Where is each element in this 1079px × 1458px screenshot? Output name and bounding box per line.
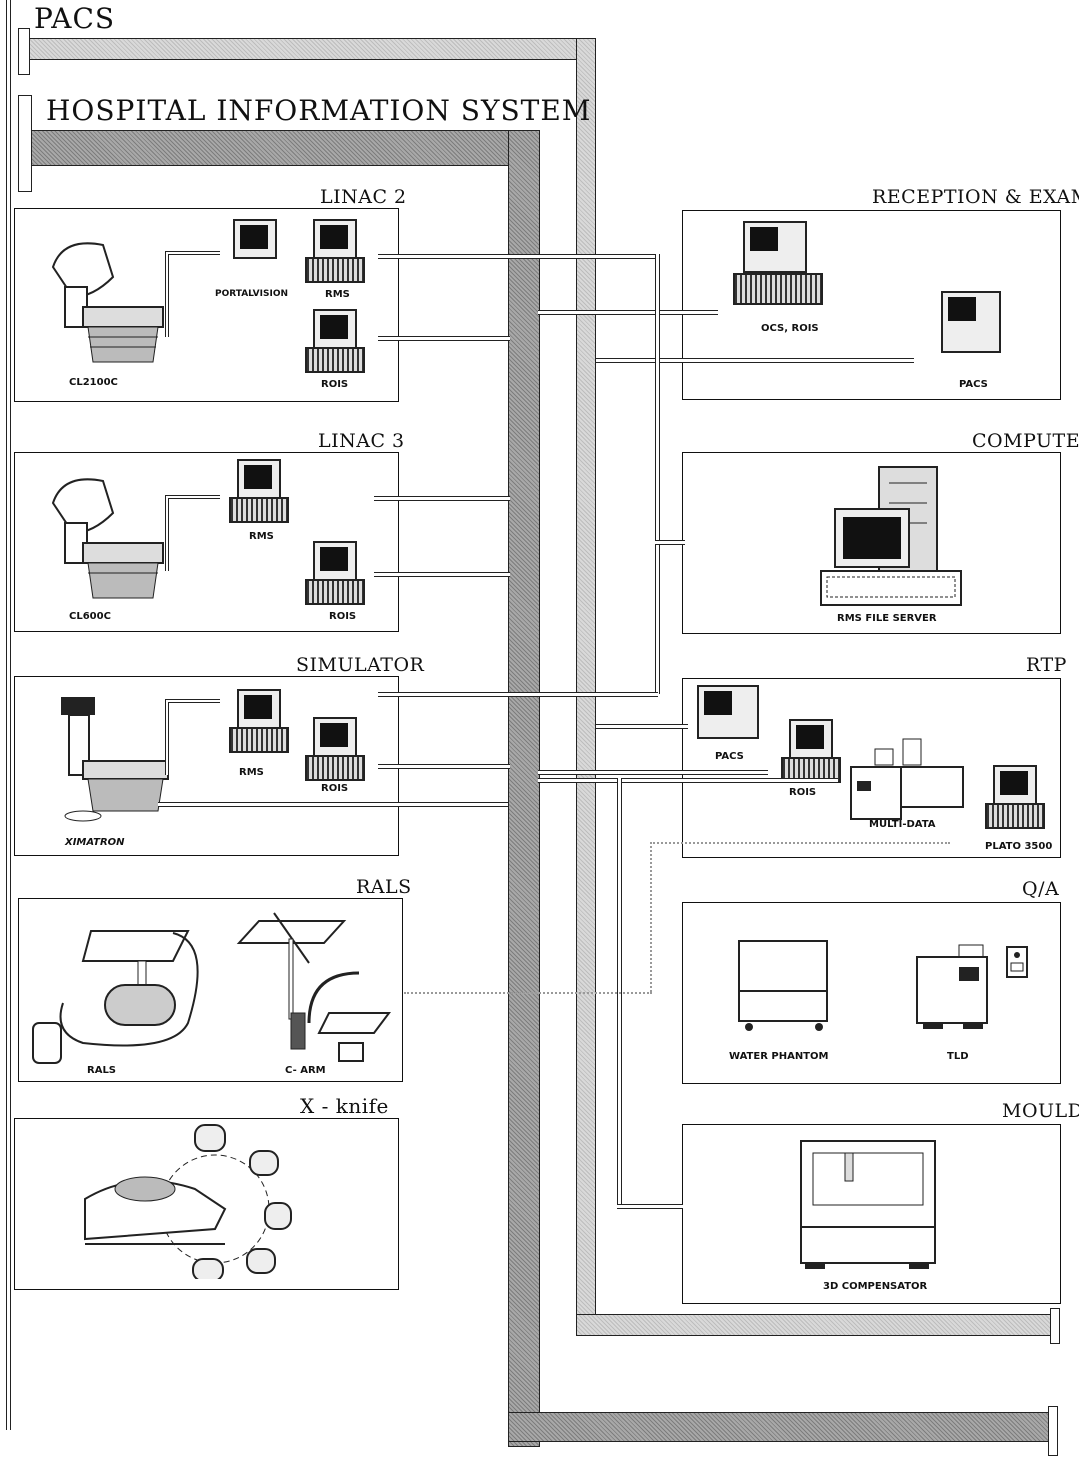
link-rms-server <box>655 540 685 545</box>
rals-room: RALS C- ARM <box>18 898 403 1082</box>
link-linac3-rois <box>374 572 510 577</box>
left-rule <box>6 0 7 1430</box>
file-server-icon <box>819 463 969 613</box>
qa-water-label: WATER PHANTOM <box>729 1051 828 1062</box>
link-his-rtp-rois <box>538 770 768 775</box>
rtp-title: RTP <box>1026 654 1067 676</box>
tld-chip-icon <box>1005 945 1029 979</box>
simulator-machine-icon <box>43 691 173 831</box>
simulator-rms-label: RMS <box>239 767 264 778</box>
linac3-rms-label: RMS <box>249 531 274 542</box>
linac3-machine-label: CL600C <box>69 611 111 622</box>
linac3-rms-computer-icon <box>229 459 285 521</box>
linac-machine-icon <box>43 237 173 377</box>
link-linac3-rms <box>374 496 510 501</box>
reception-title: RECEPTION & EXAM. <box>872 186 1079 208</box>
simulator-room: XIMATRON RMS ROIS <box>14 676 399 856</box>
rtp-rois-label: ROIS <box>789 787 816 798</box>
linac2-rois-label: ROIS <box>321 379 348 390</box>
rtp-rois-computer-icon <box>781 719 837 781</box>
portalvision-monitor-icon <box>233 219 273 271</box>
linac3-title: LINAC 3 <box>318 430 405 452</box>
c-arm-icon <box>229 903 399 1073</box>
simulator-rois-computer-icon <box>305 717 361 779</box>
dotted-link-vertical <box>650 842 652 992</box>
mould-room: 3D COMPENSATOR <box>682 1124 1061 1304</box>
link-simulator-rois <box>378 764 510 769</box>
linac2-machine-label: CL2100C <box>69 377 118 388</box>
plato-computer-icon <box>985 765 1041 827</box>
linac3-rois-label: ROIS <box>329 611 356 622</box>
left-rule-inner <box>10 0 11 1430</box>
computer-room: RMS FILE SERVER <box>682 452 1061 634</box>
simulator-rms-computer-icon <box>229 689 285 751</box>
link-his-multidata <box>538 778 838 783</box>
simulator-link <box>165 697 225 777</box>
linac3-rois-computer-icon <box>305 541 361 603</box>
reception-pacs-label: PACS <box>959 379 988 390</box>
link-his-reception <box>538 310 718 315</box>
simulator-rois-label: ROIS <box>321 783 348 794</box>
multi-data-icon <box>849 737 969 827</box>
simulator-title: SIMULATOR <box>296 654 424 676</box>
rals-device-icon <box>23 903 223 1073</box>
link-simulator-rms <box>378 692 658 697</box>
rtp-pacs-monitor-icon <box>697 685 761 745</box>
reception-pacs-monitor-icon <box>941 291 1001 361</box>
simulator-machine-label: XIMATRON <box>65 837 125 848</box>
xknife-room <box>14 1118 399 1290</box>
3d-compensator-icon <box>797 1133 947 1273</box>
tld-reader-icon <box>911 943 991 1033</box>
qa-tld-label: TLD <box>947 1051 969 1062</box>
x-knife-icon <box>75 1109 335 1279</box>
dotted-link-rals <box>404 992 652 994</box>
link-linac2-rms <box>378 254 658 259</box>
link-ximatron <box>158 802 508 807</box>
rtp-multidata-label: MULTI-DATA <box>869 819 936 830</box>
qa-title: Q/A <box>1022 878 1059 900</box>
rals-title: RALS <box>356 876 412 898</box>
reception-ocs-label: OCS, ROIS <box>761 323 819 334</box>
qa-room: WATER PHANTOM TLD <box>682 902 1061 1084</box>
link-pacs-reception <box>596 358 914 363</box>
mould-title: MOULD <box>1002 1100 1079 1122</box>
pacs-bus-label: PACS <box>34 2 115 35</box>
ocs-computer-icon <box>733 221 813 311</box>
linac2-link <box>165 249 225 339</box>
linac3-link <box>165 493 225 573</box>
rtp-room: PACS ROIS MULTI-DATA PLATO 3500 <box>682 678 1061 858</box>
linac3-room: CL600C RMS ROIS <box>14 452 399 632</box>
rtp-pacs-label: PACS <box>715 751 744 762</box>
dotted-link-rtp <box>650 842 950 844</box>
linac2-rms-computer-icon <box>305 219 361 281</box>
linac2-room: CL2100C PORTALVISION RMS ROIS <box>14 208 399 402</box>
linac2-title: LINAC 2 <box>320 186 407 208</box>
link-pacs-rtp <box>596 724 688 729</box>
reception-room: OCS, ROIS PACS <box>682 210 1061 400</box>
water-phantom-icon <box>735 937 835 1037</box>
rals-label: RALS <box>87 1065 116 1076</box>
link-mould <box>617 1204 683 1209</box>
linac2-rms-label: RMS <box>325 289 350 300</box>
rms-trunk <box>655 254 660 694</box>
computer-server-label: RMS FILE SERVER <box>837 613 937 624</box>
his-bus-label: HOSPITAL INFORMATION SYSTEM <box>46 94 591 127</box>
c-arm-label: C- ARM <box>285 1065 326 1076</box>
linac2-portal-label: PORTALVISION <box>215 289 288 299</box>
linac2-rois-computer-icon <box>305 309 361 371</box>
mould-comp-label: 3D COMPENSATOR <box>823 1281 927 1292</box>
link-linac2-rois <box>378 336 510 341</box>
linac-machine-icon <box>43 473 173 613</box>
rtp-plato-label: PLATO 3500 <box>985 841 1052 852</box>
